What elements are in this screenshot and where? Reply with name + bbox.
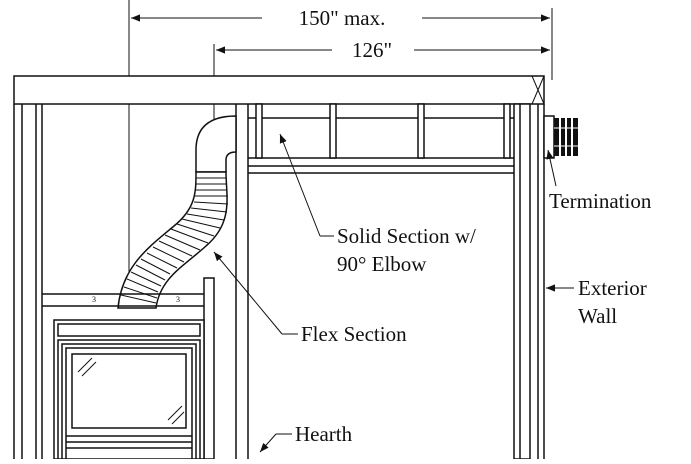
ceiling-joist xyxy=(13,75,545,105)
solid-section-label-line2: 90° Elbow xyxy=(337,252,427,276)
left-wall xyxy=(13,104,43,459)
flex-section xyxy=(117,171,228,309)
ceiling-framing xyxy=(13,75,545,105)
dimension-overall: 150" max. xyxy=(128,0,553,300)
fireplace-unit xyxy=(53,319,205,460)
exterior-wall xyxy=(513,103,545,460)
vent-pipe xyxy=(117,115,237,309)
flex-section-label: Flex Section xyxy=(301,322,407,346)
hearth-leader xyxy=(259,433,277,453)
inner-dimension-label: 126" xyxy=(352,38,392,62)
enclosure-post xyxy=(203,277,215,460)
overall-dimension-label: 150" max. xyxy=(299,6,386,30)
solid-leader xyxy=(279,133,321,237)
flex-corrugations xyxy=(120,177,229,304)
elbow-section xyxy=(195,115,237,173)
hearth-label: Hearth xyxy=(295,422,353,446)
callout-leaders xyxy=(213,133,574,453)
exterior-label-line2: Wall xyxy=(578,304,617,328)
termination-leader xyxy=(546,149,557,187)
fireplace-glass xyxy=(71,353,187,429)
upper-framing xyxy=(248,103,520,174)
interior-wall xyxy=(235,104,249,459)
solid-section-label-line1: Solid Section w/ xyxy=(337,224,476,248)
svg-text:3: 3 xyxy=(92,295,96,304)
termination-label: Termination xyxy=(549,189,652,213)
flex-leader xyxy=(213,251,283,335)
dimension-inner: 126" xyxy=(213,38,550,122)
exterior-label-line1: Exterior xyxy=(578,276,647,300)
svg-text:3: 3 xyxy=(176,295,180,304)
termination-cap xyxy=(543,115,578,159)
